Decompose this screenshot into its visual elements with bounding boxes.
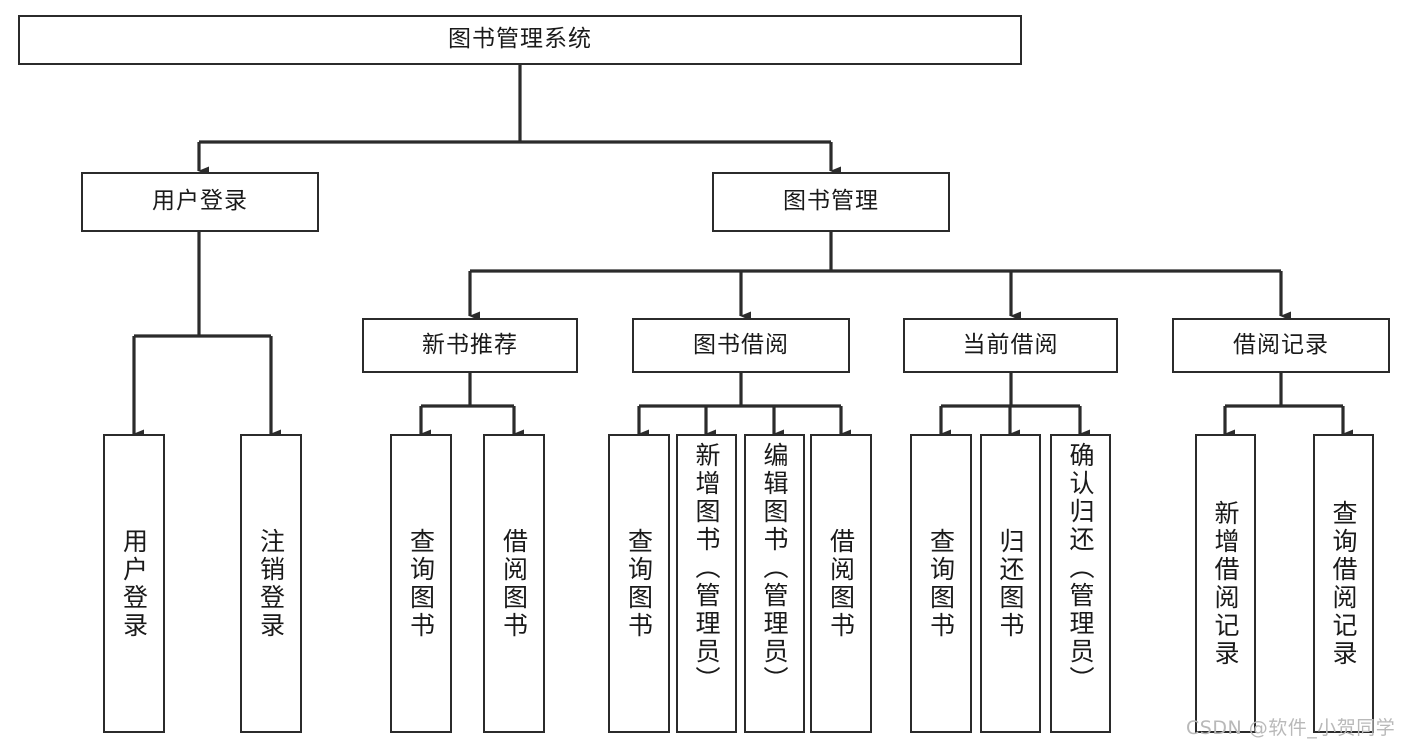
node-leaf-query-borrow-record[interactable]: 查询借阅记录 [1313, 434, 1374, 733]
node-book-manage-label: 图书管理 [783, 188, 879, 215]
node-root-system[interactable]: 图书管理系统 [18, 15, 1022, 65]
node-current-borrow[interactable]: 当前借阅 [903, 318, 1118, 373]
node-leaf-user-login-label: 用户登录 [119, 527, 149, 640]
node-leaf-add-book-label: 新增图书（管理员） [692, 442, 721, 694]
node-borrow-record[interactable]: 借阅记录 [1172, 318, 1390, 373]
node-root-system-label: 图书管理系统 [448, 26, 592, 53]
node-leaf-query-book-borrow-label: 查询图书 [624, 527, 654, 640]
node-user-login[interactable]: 用户登录 [81, 172, 319, 232]
node-leaf-user-login[interactable]: 用户登录 [103, 434, 165, 733]
node-book-borrow-label: 图书借阅 [693, 331, 789, 358]
node-leaf-logout[interactable]: 注销登录 [240, 434, 302, 733]
node-leaf-borrow-book-rec[interactable]: 借阅图书 [483, 434, 545, 733]
node-leaf-add-borrow-record-label: 新增借阅记录 [1211, 499, 1240, 668]
node-leaf-add-borrow-record[interactable]: 新增借阅记录 [1195, 434, 1256, 733]
node-leaf-edit-book-label: 编辑图书（管理员） [760, 442, 789, 694]
node-leaf-add-book[interactable]: 新增图书（管理员） [676, 434, 737, 733]
node-user-login-label: 用户登录 [152, 188, 248, 215]
node-leaf-query-book-rec-label: 查询图书 [406, 527, 436, 640]
node-leaf-query-book-current[interactable]: 查询图书 [910, 434, 972, 733]
node-leaf-query-borrow-record-label: 查询借阅记录 [1329, 499, 1358, 668]
node-leaf-confirm-return[interactable]: 确认归还（管理员） [1050, 434, 1111, 733]
node-new-book-recommendation[interactable]: 新书推荐 [362, 318, 578, 373]
node-leaf-query-book-current-label: 查询图书 [926, 527, 956, 640]
node-book-borrow[interactable]: 图书借阅 [632, 318, 850, 373]
node-leaf-borrow-book-rec-label: 借阅图书 [499, 527, 529, 640]
node-new-book-recommendation-label: 新书推荐 [422, 331, 518, 358]
node-leaf-confirm-return-label: 确认归还（管理员） [1066, 442, 1095, 694]
node-book-manage[interactable]: 图书管理 [712, 172, 950, 232]
node-leaf-edit-book[interactable]: 编辑图书（管理员） [744, 434, 805, 733]
node-leaf-return-book[interactable]: 归还图书 [980, 434, 1041, 733]
node-leaf-return-book-label: 归还图书 [996, 527, 1025, 640]
node-leaf-borrow-book-borrow[interactable]: 借阅图书 [810, 434, 872, 733]
csdn-watermark: CSDN @软件_小贺同学 [1186, 717, 1396, 739]
node-leaf-logout-label: 注销登录 [256, 527, 286, 640]
node-current-borrow-label: 当前借阅 [962, 331, 1059, 358]
node-leaf-borrow-book-borrow-label: 借阅图书 [826, 527, 856, 640]
node-leaf-query-book-rec[interactable]: 查询图书 [390, 434, 452, 733]
node-leaf-query-book-borrow[interactable]: 查询图书 [608, 434, 670, 733]
node-borrow-record-label: 借阅记录 [1233, 331, 1329, 358]
